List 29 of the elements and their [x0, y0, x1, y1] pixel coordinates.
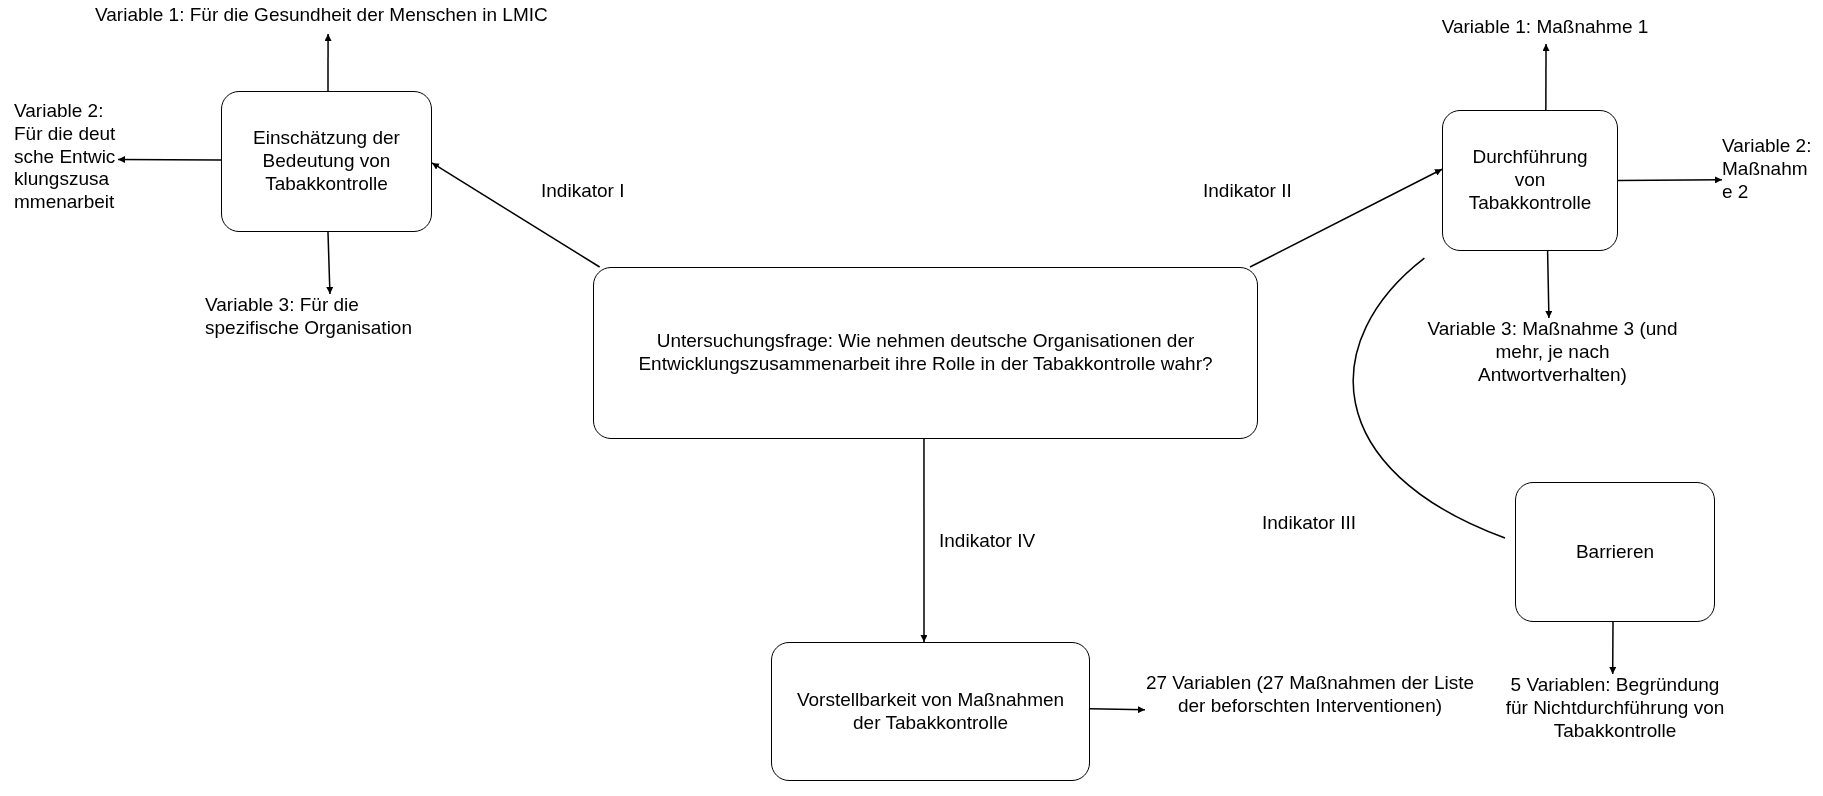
- variable-text: Variable 2: Für die deutsche Entwicklungszusammenarbeit: [14, 100, 118, 270]
- rounded-box: Vorstellbarkeit von Maßnahmen der Tabakkontrolle: [771, 642, 1090, 781]
- arrow: [1617, 176, 1723, 184]
- variable-text: Variable 3: Für die spezifische Organisation: [205, 294, 450, 350]
- arrow: [1609, 621, 1617, 675]
- rounded-box: Barrieren: [1515, 482, 1715, 622]
- arrow: [1249, 168, 1443, 268]
- rounded-box: Einschätzung der Bedeutung von Tabakkontrolle: [221, 91, 432, 232]
- rounded-box: Durchführung von Tabakkontrolle: [1442, 110, 1618, 251]
- variable-text: Variable 1: Für die Gesundheit der Menschen in LMIC: [95, 4, 665, 34]
- variable-text: Variable 2: Maßnahme 2: [1722, 135, 1817, 250]
- edge-label: Indikator I: [541, 180, 625, 203]
- edge-label: Indikator II: [1203, 180, 1292, 203]
- variable-text: Variable 3: Maßnahme 3 (und mehr, je nach Antwortverhalten): [1425, 318, 1680, 404]
- connector-line: [1352, 257, 1506, 539]
- arrow: [1545, 250, 1553, 319]
- arrow: [1542, 43, 1550, 111]
- arrow: [1089, 706, 1146, 714]
- rounded-box: Untersuchungsfrage: Wie nehmen deutsche Organisationen der Entwicklungszusammenarbeit ihre Rolle in der Tabakkontrolle wahr?: [593, 267, 1258, 439]
- arrow: [326, 231, 334, 295]
- variable-text: Variable 1: Maßnahme 1: [1415, 16, 1675, 44]
- arrow: [920, 438, 928, 643]
- edge-label: Indikator III: [1262, 512, 1356, 535]
- variable-text: 27 Variablen (27 Maßnahmen der Liste der beforschten Interventionen): [1145, 672, 1475, 762]
- arrow: [117, 156, 222, 164]
- variable-text: 5 Variablen: Begründung für Nichtdurchführung von Tabakkontrolle: [1500, 674, 1730, 794]
- edge-label: Indikator IV: [939, 530, 1036, 553]
- arrow: [431, 162, 601, 268]
- arrow: [324, 33, 332, 92]
